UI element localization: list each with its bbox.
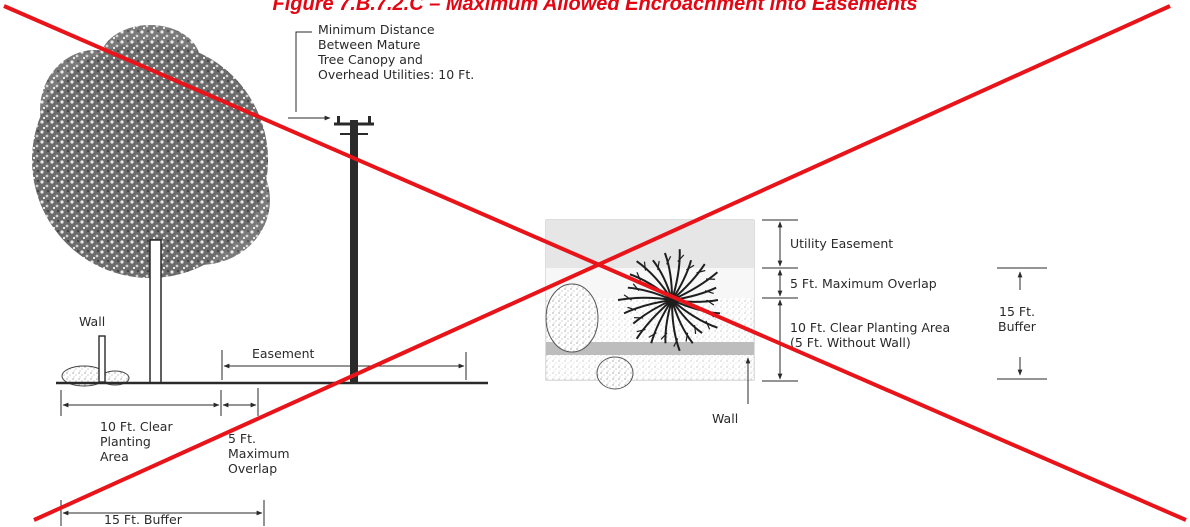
plan-wall-label: Wall [712,411,738,426]
canopy-note-line: Tree Canopy and [318,52,474,67]
clear-planting-line: Planting [100,434,173,449]
wall-elevation [99,336,105,382]
utility-easement-band [546,220,754,268]
overlap-line: Maximum [228,446,290,461]
shrub-plan-small [597,357,633,389]
overlap-line: 5 Ft. [228,431,290,446]
buffer-label: 15 Ft. Buffer [104,512,182,527]
canopy-note-line: Minimum Distance [318,22,474,37]
easement-label: Easement [252,346,314,361]
plan-clear-planting-line: 10 Ft. Clear Planting Area [790,320,950,335]
plan-clear-planting-label: 10 Ft. Clear Planting Area (5 Ft. Withou… [790,320,950,350]
canopy-note-line: Overhead Utilities: 10 Ft. [318,67,474,82]
canopy-note: Minimum Distance Between Mature Tree Can… [318,22,474,82]
utility-pole [334,116,374,383]
utility-easement-label: Utility Easement [790,236,893,251]
plan-clear-planting-line: (5 Ft. Without Wall) [790,335,950,350]
tree-trunk [150,240,161,383]
shrub-plan [546,284,598,352]
clear-planting-line: 10 Ft. Clear [100,419,173,434]
max-overlap-label: 5 Ft. Maximum Overlap [790,276,937,291]
overlap-label: 5 Ft. Maximum Overlap [228,431,290,476]
canopy-note-line: Between Mature [318,37,474,52]
clear-planting-label: 10 Ft. Clear Planting Area [100,419,173,464]
plan-buffer-label: 15 Ft. Buffer [998,304,1036,334]
clear-planting-line: Area [100,449,173,464]
plan-buffer-line: 15 Ft. [998,304,1036,319]
plan-buffer-line: Buffer [998,319,1036,334]
overlap-line: Overlap [228,461,290,476]
wall-label: Wall [79,314,105,329]
